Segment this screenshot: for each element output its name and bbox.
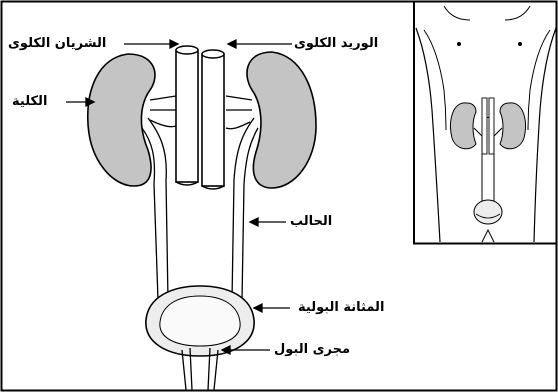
kidney-label: الكلية [12,94,47,110]
bladder-label: المثانة البولية [298,300,384,316]
body-outline-inset [414,2,557,244]
ureter-label: الحالب [290,214,332,230]
renal-vein-vessel [176,46,198,185]
renal-artery-label: الشريان الكلوى [8,36,106,52]
renal-artery-vessel [202,50,224,189]
renal-vein-label: الوريد الكلوى [294,36,378,52]
urethra-label: مجرى البول [274,342,350,358]
